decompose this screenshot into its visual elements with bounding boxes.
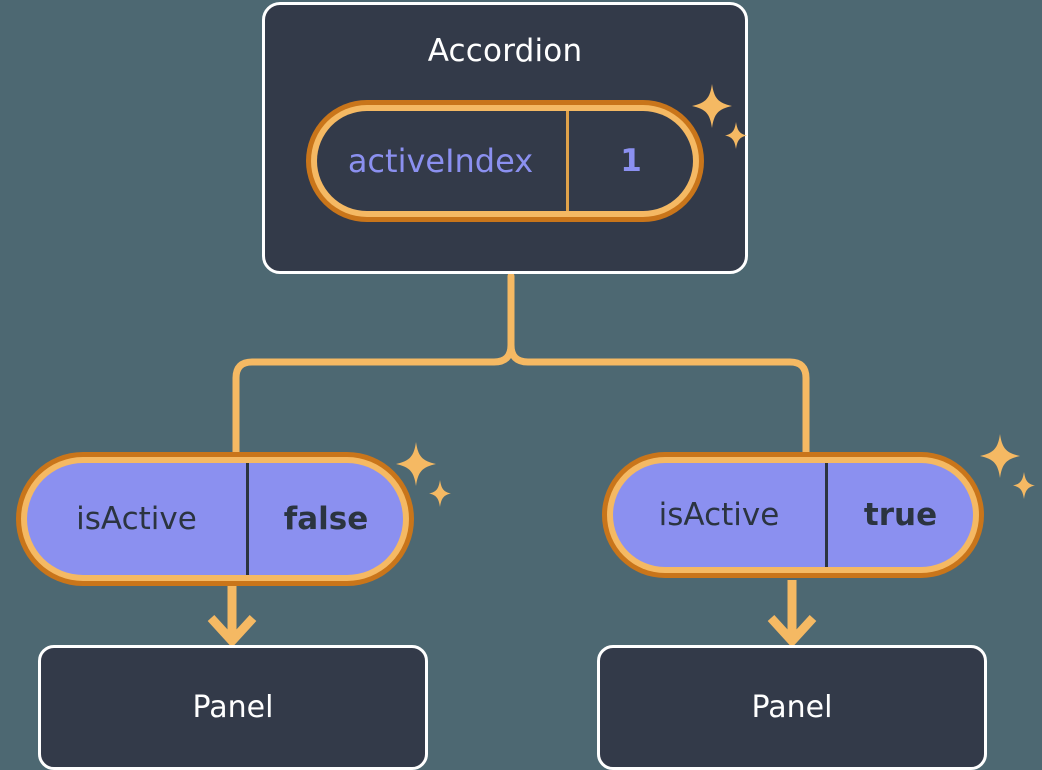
state-value-active-index: 1 xyxy=(620,143,642,179)
state-pill-is-active-false[interactable]: isActive false xyxy=(16,452,414,586)
node-card-panel-left[interactable]: Panel xyxy=(38,645,428,770)
pill-highlight-ring: isActive false xyxy=(21,457,409,581)
connector-split-to-right xyxy=(507,341,810,459)
panel-left-title: Panel xyxy=(192,690,274,725)
pill-body: activeIndex 1 xyxy=(317,111,693,211)
state-pill-active-index[interactable]: activeIndex 1 xyxy=(306,100,704,222)
node-card-panel-right[interactable]: Panel xyxy=(597,645,987,770)
pill-body: isActive false xyxy=(27,463,403,575)
arrow-left-head xyxy=(207,614,257,648)
connector-root-to-split xyxy=(232,272,515,459)
sparkle-icon-large xyxy=(980,434,1020,478)
accordion-title: Accordion xyxy=(427,33,583,69)
state-value-is-active-right: true xyxy=(863,497,938,533)
state-pill-is-active-true[interactable]: isActive true xyxy=(602,452,984,578)
state-value-is-active-left: false xyxy=(283,501,369,537)
state-key-is-active-right: isActive xyxy=(613,463,828,567)
pill-highlight-ring: activeIndex 1 xyxy=(311,105,699,217)
state-key-active-index: activeIndex xyxy=(317,111,569,211)
sparkle-icon-right xyxy=(980,434,1035,499)
state-key-is-active-left: isActive xyxy=(27,463,249,575)
pill-highlight-ring: isActive true xyxy=(607,457,979,573)
sparkle-icon-small xyxy=(1013,472,1035,499)
sparkle-icon-small xyxy=(429,480,451,507)
sparkle-icon-large xyxy=(396,442,436,486)
panel-right-title: Panel xyxy=(751,690,833,725)
pill-body: isActive true xyxy=(613,463,973,567)
arrow-right-head xyxy=(767,614,817,648)
